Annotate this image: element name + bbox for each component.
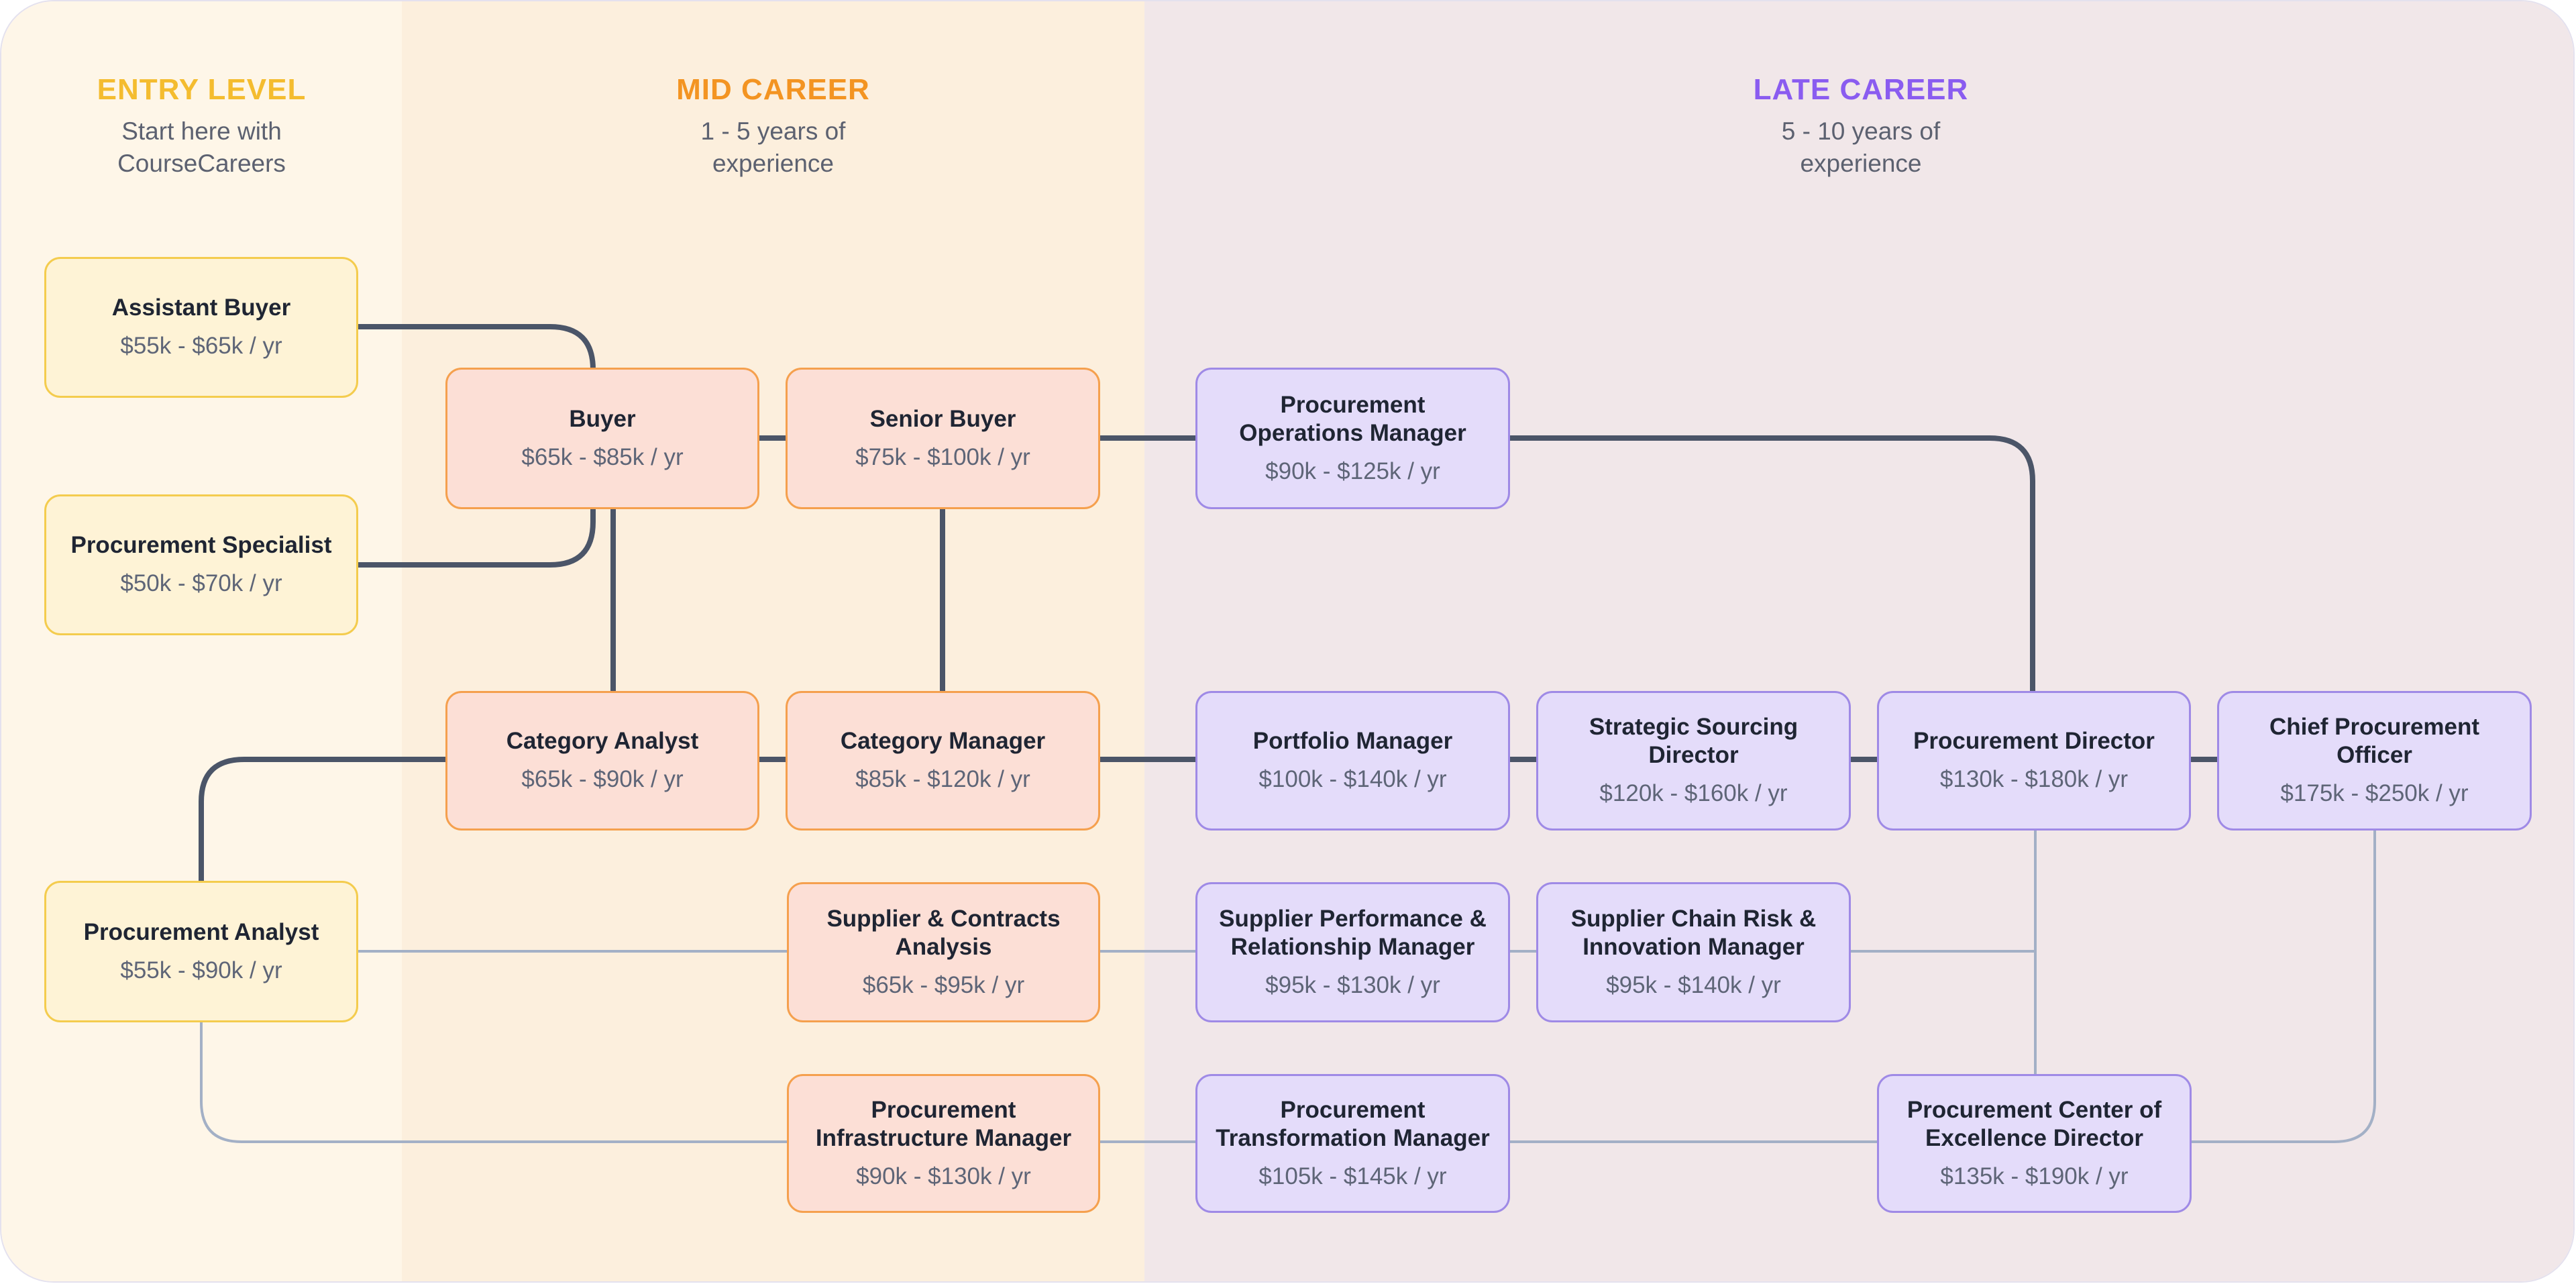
role-card-procurement-director[interactable]: Procurement Director $130k - $180k / yr [1877, 691, 2191, 831]
role-title: Supplier Chain Risk & Innovation Manager [1571, 905, 1817, 961]
late-career-header: LATE CAREER 5 - 10 years of experience [1144, 70, 2573, 180]
role-card-supplier-contracts-analysis[interactable]: Supplier & Contracts Analysis $65k - $95… [787, 882, 1100, 1022]
role-salary: $65k - $90k / yr [521, 766, 684, 792]
role-title-line2: Transformation Manager [1216, 1124, 1490, 1151]
role-title-line2: Operations Manager [1239, 419, 1466, 446]
role-card-procurement-transformation-manager[interactable]: Procurement Transformation Manager $105k… [1195, 1074, 1510, 1213]
late-career-subtitle: 5 - 10 years of experience [1144, 115, 2573, 180]
role-salary: $55k - $90k / yr [120, 957, 282, 983]
role-salary: $90k - $125k / yr [1265, 458, 1440, 484]
role-title-line2: Director [1648, 742, 1739, 768]
role-card-category-analyst[interactable]: Category Analyst $65k - $90k / yr [445, 691, 759, 831]
connector-analyst-to-infrastructure [200, 1022, 787, 1143]
role-title-line2: Excellence Director [1925, 1124, 2143, 1151]
role-title: Chief Procurement Officer [2269, 713, 2479, 769]
role-title-line1: Procurement [1280, 1096, 1426, 1123]
late-career-subtitle-line1: 5 - 10 years of [1781, 117, 1941, 145]
role-card-category-manager[interactable]: Category Manager $85k - $120k / yr [786, 691, 1100, 831]
role-card-procurement-infrastructure-manager[interactable]: Procurement Infrastructure Manager $90k … [787, 1074, 1100, 1213]
role-title-line1: Procurement [1280, 391, 1426, 418]
role-salary: $55k - $65k / yr [120, 333, 282, 359]
connector-specialist-to-buyer [358, 509, 596, 568]
role-title: Assistant Buyer [111, 295, 291, 321]
entry-level-header: ENTRY LEVEL Start here with CourseCareer… [1, 70, 402, 180]
role-title: Supplier Performance & Relationship Mana… [1219, 905, 1487, 961]
mid-career-title: MID CAREER [676, 73, 870, 106]
role-title-line2: Officer [2337, 742, 2412, 768]
role-card-procurement-specialist[interactable]: Procurement Specialist $50k - $70k / yr [44, 494, 358, 635]
role-salary: $85k - $120k / yr [855, 766, 1030, 792]
role-salary: $65k - $85k / yr [521, 443, 684, 470]
role-card-portfolio-manager[interactable]: Portfolio Manager $100k - $140k / yr [1195, 691, 1510, 831]
role-card-supplier-chain-risk-manager[interactable]: Supplier Chain Risk & Innovation Manager… [1536, 882, 1851, 1022]
role-title-line1: Supplier Performance & [1219, 905, 1487, 932]
role-title-line2: Innovation Manager [1582, 933, 1805, 960]
role-title: Procurement Analyst [83, 918, 319, 945]
role-title-line1: Supplier Chain Risk & [1570, 905, 1817, 932]
connector-assistant-buyer-to-buyer [358, 324, 596, 370]
role-title-line1: Strategic Sourcing [1589, 714, 1799, 740]
role-salary: $130k - $180k / yr [1939, 766, 2129, 792]
connector-analyst-to-category-analyst [199, 757, 445, 881]
role-card-supplier-performance-manager[interactable]: Supplier Performance & Relationship Mana… [1195, 882, 1510, 1022]
role-title: Senior Buyer [869, 405, 1016, 432]
mid-career-subtitle: 1 - 5 years of experience [402, 115, 1144, 180]
role-title: Procurement Specialist [70, 532, 332, 558]
role-salary: $105k - $145k / yr [1258, 1163, 1447, 1189]
role-title: Buyer [569, 405, 636, 432]
role-title-line1: Supplier & Contracts [826, 905, 1061, 932]
mid-career-header: MID CAREER 1 - 5 years of experience [402, 70, 1144, 180]
role-salary: $95k - $130k / yr [1265, 971, 1440, 998]
role-title: Procurement Director [1913, 728, 2155, 754]
role-salary: $90k - $130k / yr [856, 1163, 1031, 1189]
role-title-line2: Analysis [895, 933, 992, 960]
role-title-line1: Chief Procurement [2269, 714, 2480, 740]
role-card-chief-procurement-officer[interactable]: Chief Procurement Officer $175k - $250k … [2217, 691, 2532, 831]
role-title-line1: Procurement [871, 1096, 1016, 1123]
role-card-buyer[interactable]: Buyer $65k - $85k / yr [445, 368, 759, 509]
role-salary: $65k - $95k / yr [862, 971, 1025, 998]
role-title: Category Analyst [506, 728, 699, 754]
role-card-assistant-buyer[interactable]: Assistant Buyer $55k - $65k / yr [44, 257, 358, 398]
role-salary: $175k - $250k / yr [2280, 780, 2469, 806]
mid-career-subtitle-line2: experience [712, 150, 834, 177]
role-title: Supplier & Contracts Analysis [826, 905, 1060, 961]
entry-level-subtitle-line1: Start here with [121, 117, 282, 145]
role-title: Category Manager [840, 728, 1046, 754]
connector-cpo-to-coe [2192, 831, 2376, 1143]
role-salary: $75k - $100k / yr [855, 443, 1030, 470]
role-title-line1: Procurement Center of [1907, 1096, 2162, 1123]
role-title: Strategic Sourcing Director [1589, 713, 1798, 769]
role-title: Procurement Transformation Manager [1216, 1096, 1489, 1153]
late-career-title: LATE CAREER [1753, 73, 1969, 106]
mid-career-subtitle-line1: 1 - 5 years of [700, 117, 846, 145]
role-salary: $100k - $140k / yr [1258, 766, 1447, 792]
role-salary: $120k - $160k / yr [1599, 780, 1788, 806]
role-card-strategic-sourcing-director[interactable]: Strategic Sourcing Director $120k - $160… [1536, 691, 1851, 831]
role-title: Procurement Infrastructure Manager [816, 1096, 1071, 1153]
role-title-line2: Infrastructure Manager [815, 1124, 1072, 1151]
late-career-subtitle-line2: experience [1800, 150, 1922, 177]
role-card-procurement-operations-manager[interactable]: Procurement Operations Manager $90k - $1… [1195, 368, 1510, 509]
role-title: Portfolio Manager [1252, 728, 1453, 754]
role-card-procurement-coe-director[interactable]: Procurement Center of Excellence Directo… [1877, 1074, 2192, 1213]
role-title: Procurement Operations Manager [1239, 391, 1466, 447]
entry-level-title: ENTRY LEVEL [97, 73, 307, 106]
role-salary: $135k - $190k / yr [1940, 1163, 2129, 1189]
role-salary: $50k - $70k / yr [120, 570, 282, 596]
connector-operations-to-procurement-director [1510, 435, 2035, 691]
role-card-senior-buyer[interactable]: Senior Buyer $75k - $100k / yr [786, 368, 1100, 509]
entry-level-subtitle: Start here with CourseCareers [1, 115, 402, 180]
role-title: Procurement Center of Excellence Directo… [1907, 1096, 2161, 1153]
role-card-procurement-analyst[interactable]: Procurement Analyst $55k - $90k / yr [44, 881, 358, 1022]
entry-level-subtitle-line2: CourseCareers [117, 150, 286, 177]
late-career-band [1144, 1, 2573, 1281]
role-salary: $95k - $140k / yr [1606, 971, 1781, 998]
mid-career-band [402, 1, 1144, 1281]
role-title-line2: Relationship Manager [1230, 933, 1475, 960]
